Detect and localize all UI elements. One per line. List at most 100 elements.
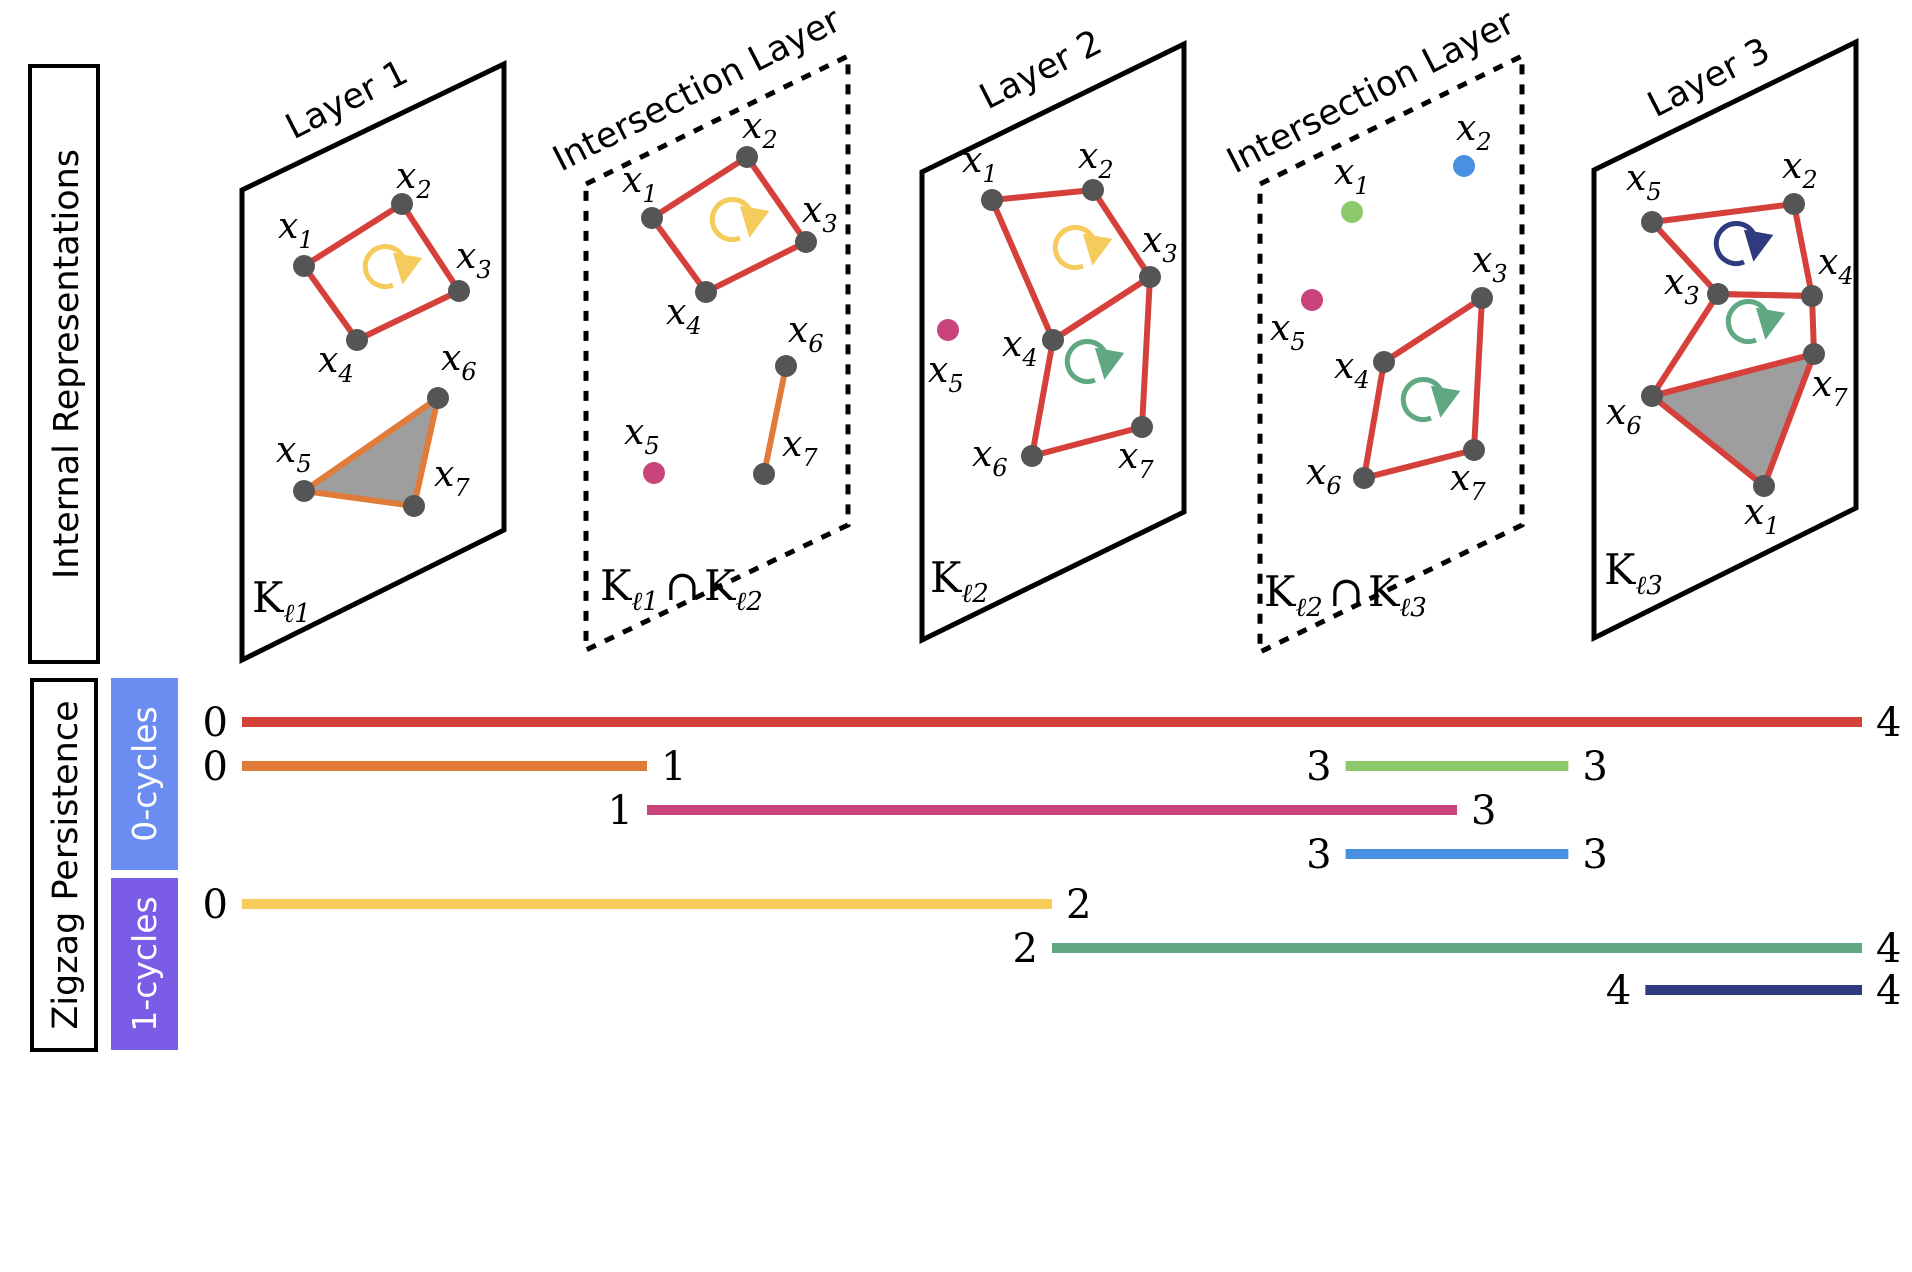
node-x6 <box>1641 385 1663 407</box>
node-label-x3: x3 <box>1142 220 1178 268</box>
panel-layer-1: Layer 1 x1 x2 x3 x4 x5 x6 x7 Kℓ1 <box>239 53 507 665</box>
node-x6 <box>1021 445 1043 467</box>
bar-death-label: 3 <box>1582 832 1607 878</box>
node-label-x7: x7 <box>1812 364 1848 412</box>
zigzag-persistence-label: Zigzag Persistence <box>30 678 98 1052</box>
bar-death-label: 4 <box>1876 700 1901 746</box>
node-label-x4: x4 <box>1002 324 1038 372</box>
node-label-x6: x6 <box>788 310 824 358</box>
node-label-x4: x4 <box>1818 242 1854 290</box>
node-label-x7: x7 <box>1118 436 1154 484</box>
node-x1 <box>981 189 1003 211</box>
node-x7 <box>1463 439 1485 461</box>
panel-title: Intersection Layer <box>547 0 848 180</box>
node-x3 <box>1471 287 1493 309</box>
node-x6 <box>1353 467 1375 489</box>
node-label-x3: x3 <box>456 236 492 284</box>
node-x7 <box>1803 343 1825 365</box>
panel-title: Layer 2 <box>974 23 1109 118</box>
node-x5 <box>1641 211 1663 233</box>
node-label-x4: x4 <box>1334 346 1370 394</box>
node-label-x1: x1 <box>622 160 658 208</box>
square-cycle <box>649 154 809 295</box>
node-x5 <box>643 462 665 484</box>
bar-death-label: 4 <box>1876 968 1901 1014</box>
bar-birth-label: 1 <box>608 788 633 834</box>
node-label-x6: x6 <box>972 434 1008 482</box>
k-label: Kℓ1∩Kℓ2 <box>600 561 763 617</box>
node-x4 <box>1801 285 1823 307</box>
node-x1 <box>293 255 315 277</box>
node-x6 <box>775 355 797 377</box>
node-x1 <box>1753 475 1775 497</box>
node-label-x5: x5 <box>1270 308 1306 356</box>
node-x7 <box>403 495 425 517</box>
node-x2 <box>1783 193 1805 215</box>
k-label: Kℓ2∩Kℓ3 <box>1264 567 1427 623</box>
node-x6 <box>427 387 449 409</box>
node-label-x7: x7 <box>1450 458 1486 506</box>
node-label-x2: x2 <box>1078 136 1114 184</box>
node-label-x6: x6 <box>1606 392 1642 440</box>
node-label-x2: x2 <box>1782 146 1818 194</box>
node-x5 <box>1301 289 1323 311</box>
nodes <box>293 193 470 517</box>
k-label: Kℓ2 <box>930 553 989 609</box>
node-labels: x1 x2 x3 x4 x5 x6 x7 <box>928 136 1178 484</box>
node-label-x3: x3 <box>1472 240 1508 288</box>
bar-death-label: 3 <box>1582 744 1607 790</box>
node-x4 <box>1373 351 1395 373</box>
node-x5 <box>293 480 315 502</box>
internal-representations-label: Internal Representations <box>28 64 100 664</box>
panel-intersection-2-3: Intersection Layer x1 x2 x3 x4 x5 x6 x7 … <box>1221 2 1525 656</box>
node-x3 <box>1707 283 1729 305</box>
edge-x6-x7 <box>761 365 789 475</box>
node-label-x7: x7 <box>782 424 818 472</box>
filled-triangle <box>301 395 441 509</box>
bar-death-label: 1 <box>661 744 686 790</box>
svg-text:0-cycles: 0-cycles <box>125 706 164 841</box>
cycle-arrow-icon <box>362 244 423 290</box>
node-label-x3: x3 <box>1664 262 1700 310</box>
node-label-x1: x1 <box>278 206 314 254</box>
node-x3 <box>795 231 817 253</box>
node-x3 <box>448 280 470 302</box>
svg-text:Zigzag Persistence: Zigzag Persistence <box>46 700 86 1029</box>
bar-death-label: 3 <box>1471 788 1496 834</box>
node-label-x1: x1 <box>1334 152 1370 200</box>
node-x1 <box>1341 201 1363 223</box>
node-labels: x1 x2 x3 x4 x5 x6 x7 <box>622 106 838 472</box>
node-x2 <box>1453 155 1475 177</box>
node-x1 <box>641 207 663 229</box>
node-x3 <box>1139 266 1161 288</box>
panel-title: Layer 1 <box>280 53 415 148</box>
navy-cycle-arrow-icon <box>1713 221 1774 267</box>
node-label-x7: x7 <box>434 454 470 502</box>
panel-layer-2: Layer 2 x1 x2 x3 x4 x5 x6 x7 Kℓ2 <box>919 23 1187 645</box>
yellow-cycle-arrow-icon <box>1052 225 1113 271</box>
panel-intersection-1-2: Intersection Layer x1 x2 x3 x4 x5 x6 x7 … <box>547 0 851 654</box>
bar-death-label: 2 <box>1066 882 1091 928</box>
bar-birth-label: 0 <box>203 882 228 928</box>
node-label-x4: x4 <box>666 292 702 340</box>
nodes <box>1641 193 1825 497</box>
node-x7 <box>1131 416 1153 438</box>
node-x4 <box>695 281 717 303</box>
square-cycle <box>301 201 462 343</box>
node-x4 <box>1042 329 1064 351</box>
bar-birth-label: 2 <box>1013 926 1038 972</box>
cycle-arrow-icon <box>709 197 770 243</box>
node-x7 <box>753 463 775 485</box>
svg-text:1-cycles: 1-cycles <box>125 896 164 1031</box>
one-cycles-badge: 1-cycles <box>111 878 178 1050</box>
node-label-x5: x5 <box>1626 158 1662 206</box>
bar-birth-label: 3 <box>1306 832 1331 878</box>
k-label: Kℓ3 <box>1604 545 1663 601</box>
node-label-x2: x2 <box>742 106 778 154</box>
node-label-x5: x5 <box>624 412 660 460</box>
node-x4 <box>346 329 368 351</box>
node-label-x5: x5 <box>276 430 312 478</box>
node-x2 <box>736 146 758 168</box>
